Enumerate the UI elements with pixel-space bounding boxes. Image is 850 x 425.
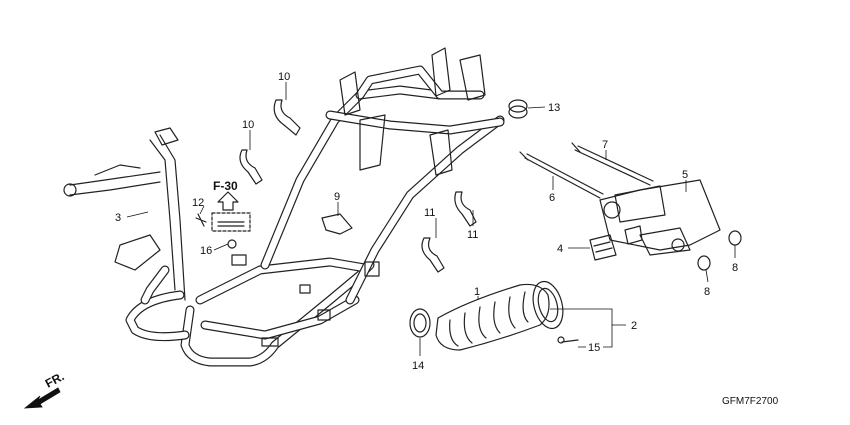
leader-lines [126,82,736,356]
front-direction-arrow [23,387,61,409]
air-duct-part-1 [409,280,579,351]
direction-label: FR. [43,369,67,390]
callout-16: 16 [200,245,212,257]
callout-4: 4 [557,243,563,255]
callout-labels: 1 2 3 4 5 6 7 8 8 9 10 10 11 11 12 13 14… [43,71,779,407]
frame-body [63,47,505,367]
bolts-parts-6-7 [519,142,654,199]
callout-3: 3 [115,212,121,224]
callout-15: 15 [588,342,600,354]
reference-label: F-30 [213,179,238,193]
grommet-part-13 [508,99,528,119]
callout-1: 1 [474,286,480,298]
callout-10a: 10 [278,71,290,83]
rubber-mount-part-4 [589,234,617,261]
callout-2: 2 [631,320,637,332]
callout-9: 9 [334,191,340,203]
callout-14: 14 [412,360,424,372]
callout-11a: 11 [424,207,435,219]
callout-11b: 11 [467,229,478,241]
callout-7: 7 [602,139,608,151]
reference-f30 [211,191,251,232]
callout-8a: 8 [732,262,738,274]
engine-hanger-part-5 [599,179,742,271]
callout-13: 13 [548,102,560,114]
clamps [195,99,477,273]
drawing-code: GFM7F2700 [722,396,779,407]
callout-8b: 8 [704,286,710,298]
callout-6: 6 [549,192,555,204]
callout-5: 5 [682,169,688,181]
callout-12: 12 [192,197,204,209]
callout-10b: 10 [242,119,254,131]
